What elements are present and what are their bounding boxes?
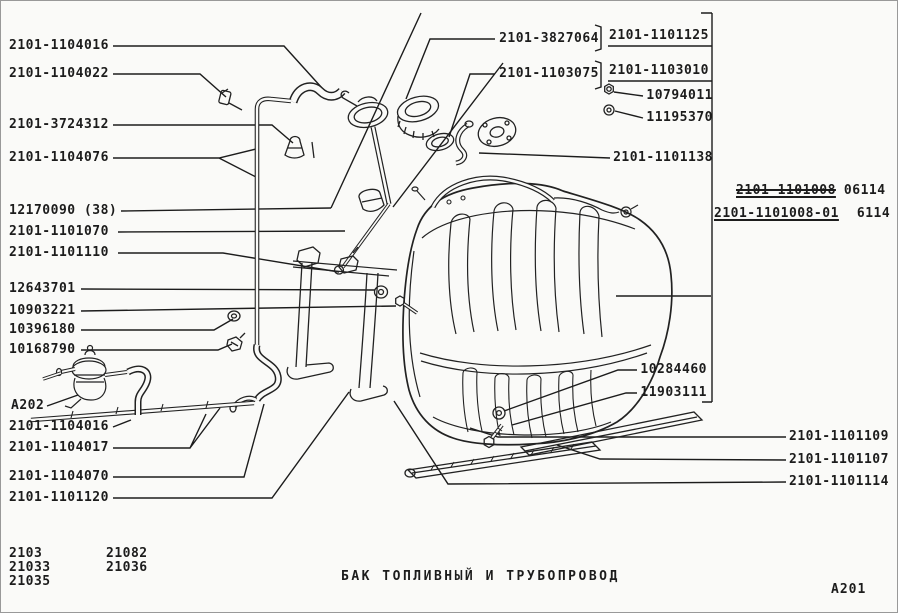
part-label-vent-hose: 2101-1104016 [9,38,109,53]
part-label-strap-washer: 12643701 [9,281,76,296]
fuel-pipe [254,96,292,345]
part-label-hose-clamp: 2101-1104022 [9,66,109,81]
part-label-cap-assembly: 2101-1101125 [609,28,709,43]
model-code: 21082 [106,546,148,561]
part-label-neck-assembly: 2101-1103010 [609,63,709,78]
part-label-strap-band: 2101-1101114 [789,474,889,489]
tank-assembly-new-number: 2101-1101008-01 6114 [714,207,890,221]
filler-gasket [425,132,455,152]
part-label-filler-gasket: 2101-1103075 [499,66,599,81]
neck-nut [604,83,614,95]
fuel-hose-lower [30,344,282,423]
part-label-pipe-washer: 10396180 [9,322,76,337]
hose-clamp [218,88,243,111]
part-label-fuel-pipe: 2101-1104076 [9,150,109,165]
part-label-outlet-pipe: 2101-1101120 [9,490,109,505]
vent-hose [288,82,346,104]
part-label-filler-horn: 2101-1101138 [613,150,713,165]
model-code: 21035 [9,574,51,589]
filler-flange [477,116,517,148]
part-label-strip-gasket: 2101-1101109 [789,429,889,444]
parts-drawing [30,82,704,479]
part-label-pump-hose: 2101-1104016 [9,419,109,434]
tank-bolt-washer [483,406,506,449]
part-label-strap-channel: 2101-1101107 [789,452,889,467]
part-label-filler-cap: 2101-3827064 [499,31,599,46]
tank-assembly-old-number: 2101-1101008 06114 [736,184,886,198]
pipe-coupling [358,188,385,212]
part-label-pump-pipe: 2101-1104017 [9,440,109,455]
part-label-grommet: 2101-3724312 [9,117,109,132]
part-label-tank-bolt: 11903111 [640,385,707,400]
part-label-pipe-clamp: 10168790 [9,342,76,357]
mounting-strips [404,411,704,479]
pump-hose [126,365,152,415]
current-part-number: 2101-1101008-01 [714,206,839,221]
fuel-tank [402,175,673,446]
rubber-grommet [284,135,315,159]
usage-code-old: 06114 [843,183,886,198]
tank-straps [286,246,398,402]
part-label-tank-washer: 10284460 [640,362,707,377]
part-label-strap-bolt: 10903221 [9,303,76,318]
part-label-intake-tube: 2101-1101070 [9,224,109,239]
model-code: 21036 [106,560,148,575]
model-code: 2103 [9,546,43,561]
usage-code-new: 6114 [856,206,891,221]
neck-washer [603,104,615,116]
filler-horn [455,120,474,166]
part-label-sender: 2101-1101110 [9,245,109,260]
leader-lines [46,12,787,499]
model-code: 21033 [9,560,51,575]
filler-cap [396,95,440,140]
part-label-suction-hose: 2101-1104070 [9,469,109,484]
strap-washer-bolt [373,285,419,315]
part-label-neck-nut: 10794011 [646,88,713,103]
sheet-code: A201 [831,582,867,597]
pipe-washer [227,310,241,322]
part-label-neck-washer: 11195370 [646,110,713,125]
page-title: БАК ТОПЛИВНЫЙ И ТРУБОПРОВОД [341,569,620,584]
part-label-fuel-pump-ref: A202 [11,398,45,413]
superseded-part-number: 2101-1101008 [736,183,836,198]
part-label-coupling: 12170090 (38) [9,203,118,218]
fuel-pump [42,344,128,409]
pipe-clamp [226,332,246,352]
